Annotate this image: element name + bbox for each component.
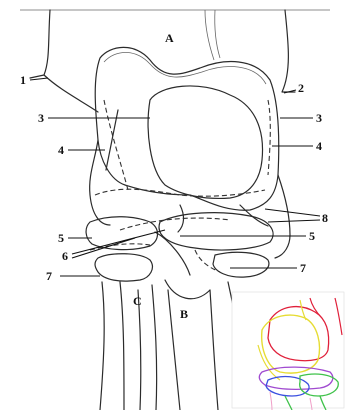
upper-bone-outlines bbox=[20, 10, 330, 112]
label-5-right: 5 bbox=[309, 229, 315, 243]
label-6: 6 bbox=[62, 249, 68, 263]
label-A: A bbox=[165, 31, 174, 45]
proximal-carpals bbox=[90, 86, 290, 258]
label-B: B bbox=[180, 307, 188, 321]
label-2: 2 bbox=[298, 81, 304, 95]
label-C: C bbox=[133, 294, 142, 308]
colored-inset-illustration bbox=[232, 292, 344, 410]
label-3-left: 3 bbox=[38, 111, 44, 125]
label-1: 1 bbox=[20, 73, 26, 87]
label-7-left: 7 bbox=[46, 269, 52, 283]
label-4-right: 4 bbox=[316, 139, 322, 153]
metacarpals bbox=[100, 280, 240, 410]
capitate-bone bbox=[95, 47, 279, 210]
label-5-left: 5 bbox=[58, 231, 64, 245]
label-8: 8 bbox=[322, 211, 328, 225]
dashed-outlines bbox=[90, 100, 270, 272]
label-4-left: 4 bbox=[58, 143, 64, 157]
label-3-right: 3 bbox=[316, 111, 322, 125]
label-7-right: 7 bbox=[300, 261, 306, 275]
